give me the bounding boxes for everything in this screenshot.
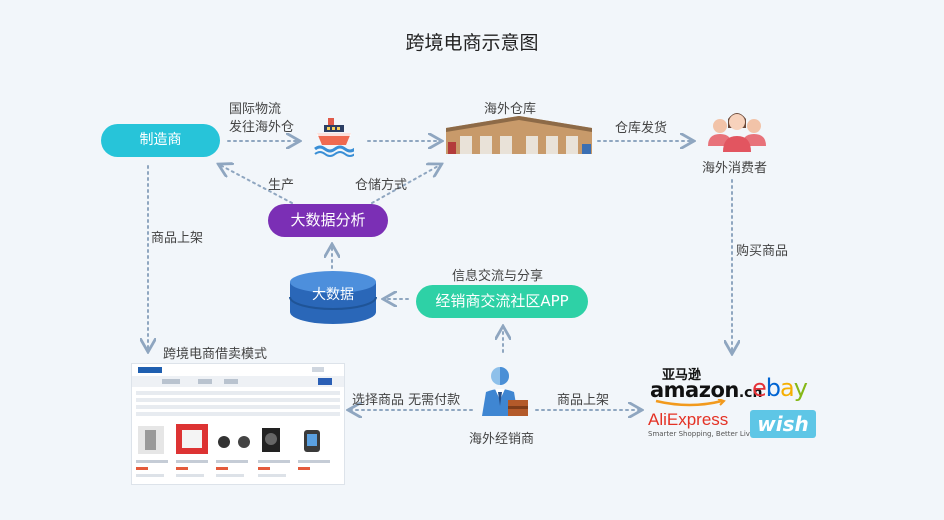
ship-icon: [314, 118, 354, 157]
list-products-left-label: 商品上架: [151, 231, 204, 246]
consumer-label: 海外消费者: [702, 161, 768, 176]
info-share-label: 信息交流与分享: [452, 269, 544, 284]
ebay-logo: ebay ebay: [752, 374, 808, 402]
community-app-node: 经销商交流社区APP: [416, 285, 588, 318]
amazon-cn-logo: 亚马逊 amazon.cn: [648, 364, 762, 407]
dealer-label: 海外经销商: [469, 432, 535, 447]
shop-screenshot: [131, 363, 345, 485]
cross-border-mode-label: 跨境电商借卖模式: [163, 347, 268, 362]
select-products-label: 选择商品 无需付款: [352, 393, 461, 408]
warehouse-label: 海外仓库: [484, 102, 537, 117]
consumers-icon: [708, 113, 766, 152]
buy-products-label: 购买商品: [736, 244, 789, 259]
storage-label: 仓储方式: [355, 178, 408, 193]
amazon-cn-top-text: 亚马逊: [662, 368, 702, 383]
big-data-analysis-node: 大数据分析: [268, 204, 388, 237]
aliexpress-text: AliExpress: [648, 410, 729, 429]
amazon-suffix-text: .cn: [738, 385, 763, 401]
edge-analysis-warehouse: [371, 165, 440, 204]
production-label: 生产: [268, 178, 295, 193]
warehouse-ship-label: 仓库发货: [615, 121, 668, 136]
amazon-main-text: amazon: [650, 378, 739, 402]
aliexpress-logo: AliExpress Smarter Shopping, Better Livi…: [648, 410, 764, 438]
list-products-right-label: 商品上架: [557, 393, 610, 408]
amazon-smile-icon: [655, 399, 726, 407]
wish-logo: wish: [750, 410, 816, 438]
database-icon: [289, 271, 377, 324]
logistics-label-line2: 发往海外仓: [229, 120, 295, 135]
warehouse-icon: [446, 116, 592, 154]
aliexpress-tagline: Smarter Shopping, Better Living!: [648, 430, 764, 438]
big-data-label: 大数据: [312, 287, 354, 303]
shop-mock-image: [132, 364, 344, 477]
diagram-title: 跨境电商示意图: [405, 32, 539, 54]
edge-analysis-manufacturer: [220, 165, 293, 204]
manufacturer-node: 制造商: [101, 124, 220, 157]
logistics-label-line1: 国际物流: [229, 102, 282, 117]
dealer-icon: [482, 367, 528, 416]
